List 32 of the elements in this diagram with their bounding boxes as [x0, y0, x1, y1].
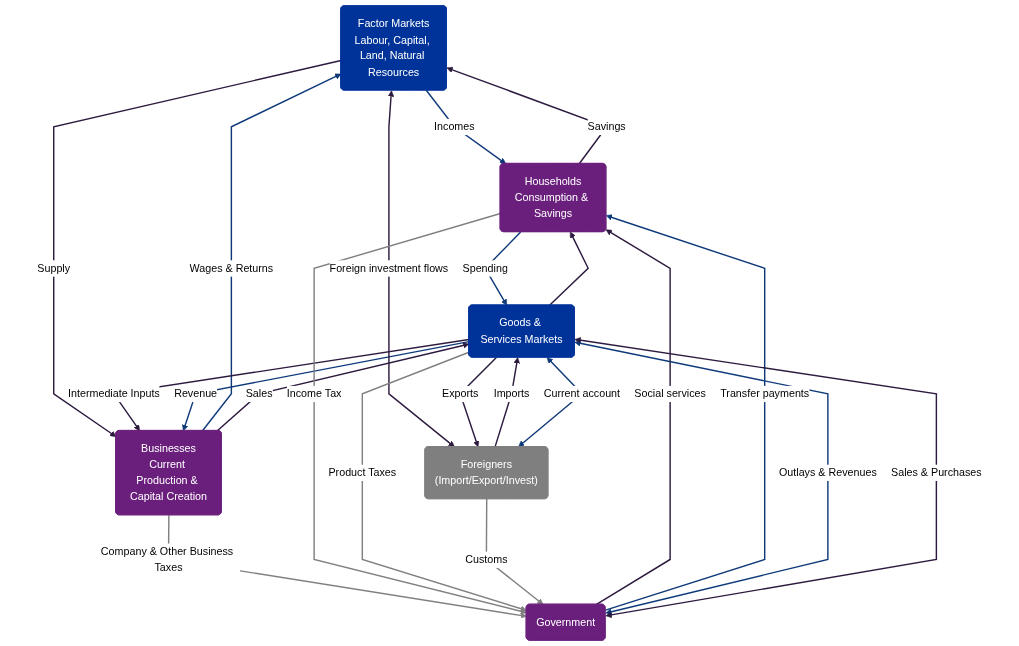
- edge-label: Outlays & Revenues: [778, 466, 877, 479]
- arrow: [361, 351, 527, 612]
- edge-label: Savings: [587, 120, 626, 133]
- edge-label: Foreign investment flows: [329, 261, 449, 274]
- edge-label: Company & Other Business Taxes: [100, 544, 234, 574]
- edge-label: Supply: [37, 261, 71, 274]
- arrow: [425, 89, 507, 164]
- edge-label: Imports: [493, 387, 530, 400]
- edge-label: Product Taxes: [328, 466, 397, 479]
- arrow: [201, 73, 342, 432]
- edge-label: Wages & Returns: [189, 261, 274, 274]
- arrow: [604, 214, 766, 611]
- edge-label: Current account: [543, 387, 621, 400]
- edge-label: Revenue: [174, 387, 218, 400]
- arrow: [313, 212, 527, 615]
- arrow: [574, 340, 829, 615]
- arrow: [574, 337, 938, 618]
- arrow: [387, 90, 455, 448]
- edge-label: Transfer payments: [720, 387, 810, 400]
- arrow: [595, 229, 671, 606]
- edge-label: Incomes: [434, 120, 475, 133]
- edge-label: Exports: [442, 387, 479, 400]
- edge-label: Customs: [465, 552, 508, 566]
- edge-label: Social services: [634, 387, 706, 400]
- edge-label: Spending: [462, 261, 508, 274]
- edge-label: Sales & Purchases: [891, 466, 982, 479]
- arrow: [53, 59, 342, 437]
- arrow: [548, 231, 590, 306]
- arrow: [167, 514, 527, 619]
- edge-label: Income Tax: [286, 387, 342, 400]
- edge-label: Intermediate Inputs: [68, 387, 160, 400]
- edge-label: Sales: [245, 387, 273, 400]
